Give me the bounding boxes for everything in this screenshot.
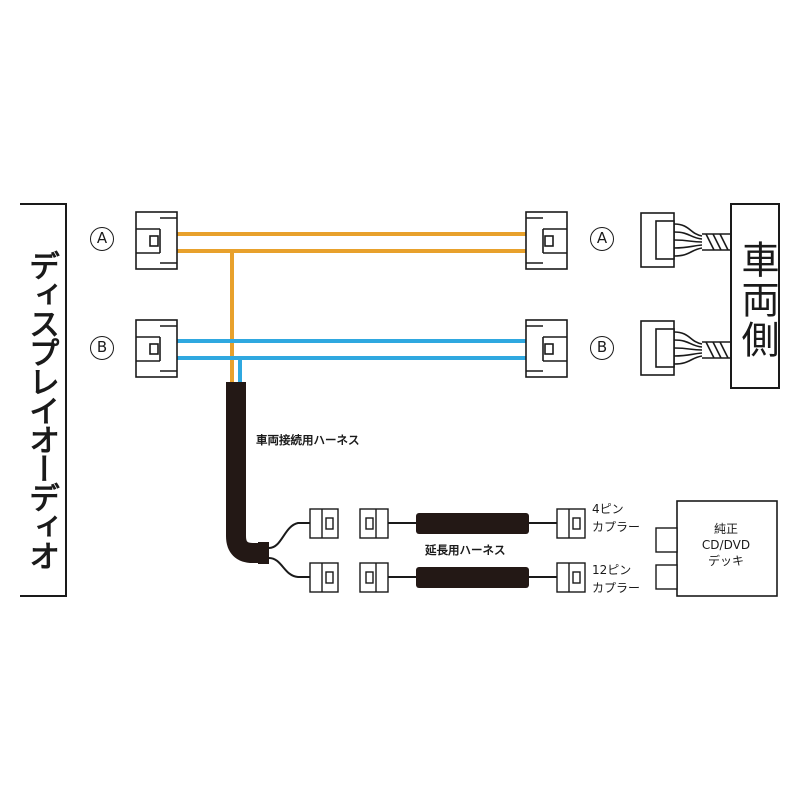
deck-port-12pin <box>655 564 678 590</box>
deck-line3: デッキ <box>707 554 744 568</box>
blue-wires <box>177 339 526 382</box>
vehicle-plug-a <box>640 212 731 268</box>
four-pin-line2: カプラー <box>592 520 641 534</box>
harness-connector-top <box>309 508 339 539</box>
extension-harness-bottom <box>388 567 557 588</box>
display-connector-b <box>135 319 178 378</box>
display-bracket <box>20 203 67 597</box>
vehicle-connector-a <box>525 211 568 270</box>
deck-line2: CD/DVD <box>701 538 751 552</box>
vehicle-side-label: 車両側 <box>735 240 779 360</box>
badge-a-display: A <box>90 227 114 251</box>
badge-b-vehicle: B <box>590 336 614 360</box>
extension-harness-label: 延長用ハーネス <box>425 543 506 557</box>
deck-box <box>676 500 778 597</box>
deck-label: 純正 CD/DVD デッキ <box>678 521 774 569</box>
orange-wires <box>177 232 526 382</box>
display-audio-label: ディスプレイオーディオ <box>23 250 59 569</box>
deck-line1: 純正 <box>713 522 738 536</box>
vehicle-side-box <box>730 203 780 389</box>
four-pin-line1: 4ピン <box>592 502 624 516</box>
extension-harness-top <box>388 513 557 534</box>
badge-a-vehicle: A <box>590 227 614 251</box>
twelve-pin-line1: 12ピン <box>592 563 632 577</box>
harness-splitter <box>258 542 269 564</box>
vehicle-harness-bundle <box>226 382 266 563</box>
extension-connector-top-left <box>359 508 389 539</box>
badge-b-display: B <box>90 336 114 360</box>
deck-port-4pin <box>655 527 678 553</box>
display-connector-a <box>135 211 178 270</box>
vehicle-plug-b <box>640 320 731 376</box>
vehicle-connection-harness-label: 車両接続用ハーネス <box>256 433 360 447</box>
harness-connector-bottom <box>309 562 339 593</box>
extension-connector-top-right <box>556 508 586 539</box>
twelve-pin-line2: カプラー <box>592 581 641 595</box>
vehicle-connector-b <box>525 319 568 378</box>
extension-connector-bottom-right <box>556 562 586 593</box>
harness-branches <box>268 522 310 578</box>
extension-connector-bottom-left <box>359 562 389 593</box>
